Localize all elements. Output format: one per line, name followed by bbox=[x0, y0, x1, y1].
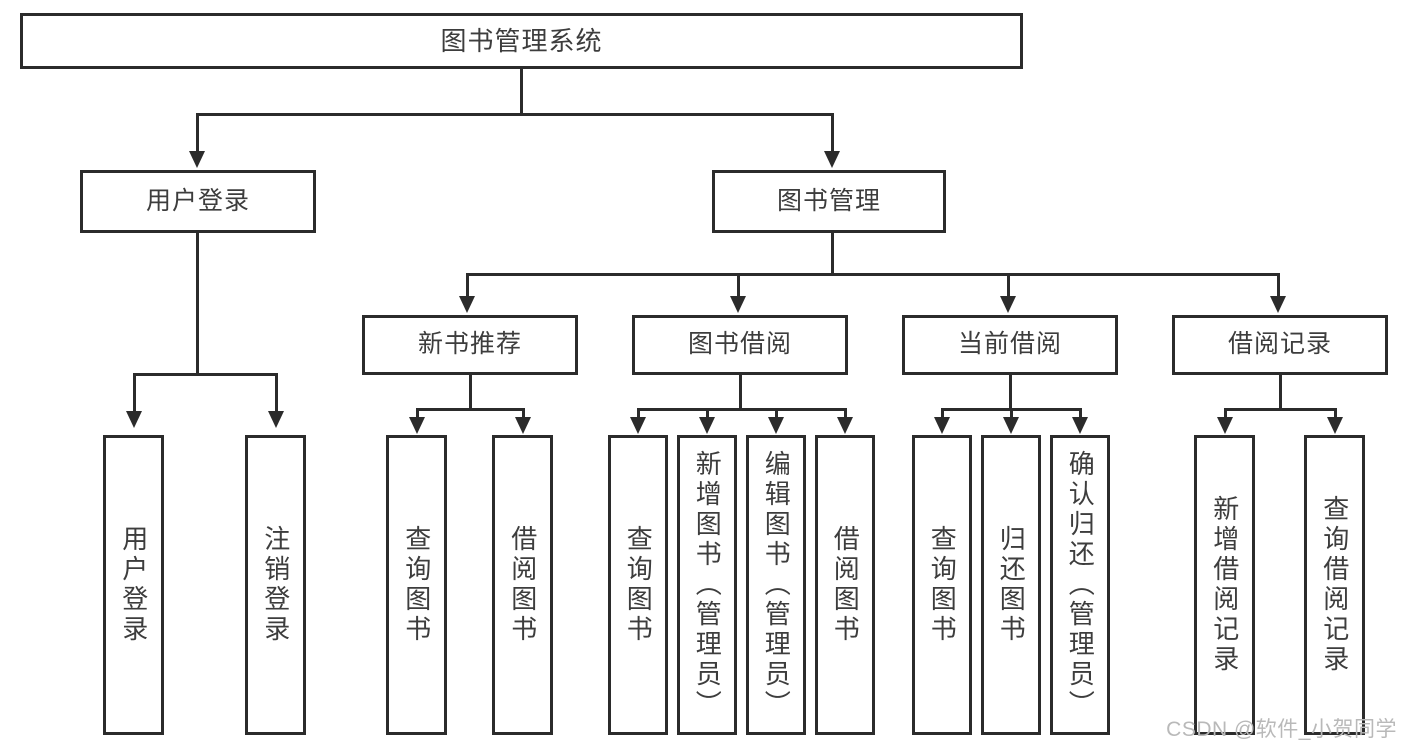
connector-level2-bus bbox=[466, 273, 1280, 276]
arrow-l2-3 bbox=[1000, 296, 1016, 313]
leaf-label: 查询图书 bbox=[927, 525, 958, 645]
leaf-label: 注销登录 bbox=[260, 525, 291, 645]
leaf-cb-query-book[interactable]: 查询图书 bbox=[912, 435, 972, 735]
leaf-label: 查询图书 bbox=[401, 525, 432, 645]
leaf-bb-borrow-book[interactable]: 借阅图书 bbox=[815, 435, 875, 735]
arrow-l2-4 bbox=[1270, 296, 1286, 313]
arrow-bb-3 bbox=[768, 417, 784, 434]
connector-br-stem bbox=[1279, 375, 1282, 408]
arrow-br-1 bbox=[1217, 417, 1233, 434]
connector-drop-l2-3 bbox=[1007, 273, 1010, 298]
leaf-label: 查询图书 bbox=[623, 525, 654, 645]
connector-drop-ul-2 bbox=[275, 373, 278, 413]
connector-drop-bb-2 bbox=[706, 408, 709, 419]
node-current-borrow-label: 当前借阅 bbox=[957, 330, 1062, 359]
leaf-label: 确认归还（管理员） bbox=[1065, 450, 1096, 720]
leaf-cb-confirm-return-admin[interactable]: 确认归还（管理员） bbox=[1050, 435, 1110, 735]
leaf-nbr-borrow-book[interactable]: 借阅图书 bbox=[492, 435, 553, 735]
leaf-label: 编辑图书（管理员） bbox=[761, 450, 792, 720]
leaf-br-add-record[interactable]: 新增借阅记录 bbox=[1194, 435, 1255, 735]
connector-drop-cb-2 bbox=[1010, 408, 1013, 419]
connector-drop-br-1 bbox=[1224, 408, 1227, 419]
arrow-ul-2 bbox=[268, 411, 284, 428]
connector-drop-nbr-1 bbox=[416, 408, 419, 419]
connector-nbr-bus bbox=[416, 408, 525, 411]
connector-root-stem bbox=[520, 68, 523, 113]
connector-drop-br-2 bbox=[1334, 408, 1337, 419]
connector-drop-cb-3 bbox=[1079, 408, 1082, 419]
arrow-bb-1 bbox=[630, 417, 646, 434]
leaf-bb-query-book[interactable]: 查询图书 bbox=[608, 435, 668, 735]
leaf-label: 归还图书 bbox=[996, 525, 1027, 645]
arrow-l2-2 bbox=[730, 296, 746, 313]
connector-nbr-stem bbox=[469, 375, 472, 408]
connector-drop-bb-1 bbox=[637, 408, 640, 419]
connector-drop-bb-4 bbox=[844, 408, 847, 419]
arrow-ul-1 bbox=[126, 411, 142, 428]
connector-bb-bus bbox=[637, 408, 847, 411]
connector-drop-l2-1 bbox=[466, 273, 469, 298]
arrow-nbr-2 bbox=[515, 417, 531, 434]
leaf-bb-edit-book-admin[interactable]: 编辑图书（管理员） bbox=[746, 435, 806, 735]
arrow-br-2 bbox=[1327, 417, 1343, 434]
leaf-label: 借阅图书 bbox=[830, 525, 861, 645]
watermark-text: CSDN @软件_小贺同学 bbox=[1166, 718, 1397, 741]
connector-drop-l2-4 bbox=[1277, 273, 1280, 298]
connector-book-manage-stem bbox=[831, 233, 834, 273]
leaf-bb-add-book-admin[interactable]: 新增图书（管理员） bbox=[677, 435, 737, 735]
node-user-login-label: 用户登录 bbox=[145, 186, 250, 215]
arrow-bb-2 bbox=[699, 417, 715, 434]
connector-root-bus bbox=[197, 113, 834, 116]
connector-br-bus bbox=[1224, 408, 1337, 411]
node-user-login[interactable]: 用户登录 bbox=[80, 170, 316, 233]
leaf-user-login-logout[interactable]: 注销登录 bbox=[245, 435, 306, 735]
node-borrow-record[interactable]: 借阅记录 bbox=[1172, 315, 1388, 375]
arrow-l2-1 bbox=[459, 296, 475, 313]
leaf-label: 查询借阅记录 bbox=[1319, 495, 1350, 675]
connector-drop-cb-1 bbox=[941, 408, 944, 419]
node-current-borrow[interactable]: 当前借阅 bbox=[902, 315, 1118, 375]
node-new-book-recommend-label: 新书推荐 bbox=[417, 330, 522, 359]
node-root-label: 图书管理系统 bbox=[440, 25, 603, 56]
arrow-cb-1 bbox=[934, 417, 950, 434]
arrow-cb-3 bbox=[1072, 417, 1088, 434]
arrow-bb-4 bbox=[837, 417, 853, 434]
leaf-label: 新增借阅记录 bbox=[1209, 495, 1240, 675]
connector-cb-stem bbox=[1009, 375, 1012, 408]
connector-user-login-bus bbox=[133, 373, 278, 376]
connector-drop-book-manage bbox=[831, 113, 834, 153]
connector-drop-ul-1 bbox=[133, 373, 136, 413]
arrow-cb-2 bbox=[1003, 417, 1019, 434]
leaf-label: 用户登录 bbox=[118, 525, 149, 645]
arrow-user-login bbox=[189, 151, 205, 168]
leaf-nbr-query-book[interactable]: 查询图书 bbox=[386, 435, 447, 735]
connector-user-login-stem bbox=[196, 233, 199, 373]
node-borrow-record-label: 借阅记录 bbox=[1227, 330, 1332, 359]
leaf-label: 新增图书（管理员） bbox=[692, 450, 723, 720]
connector-drop-bb-3 bbox=[775, 408, 778, 419]
leaf-cb-return-book[interactable]: 归还图书 bbox=[981, 435, 1041, 735]
leaf-user-login-login[interactable]: 用户登录 bbox=[103, 435, 164, 735]
leaf-br-query-record[interactable]: 查询借阅记录 bbox=[1304, 435, 1365, 735]
node-new-book-recommend[interactable]: 新书推荐 bbox=[362, 315, 578, 375]
connector-drop-nbr-2 bbox=[522, 408, 525, 419]
arrow-book-manage bbox=[824, 151, 840, 168]
node-book-management[interactable]: 图书管理 bbox=[712, 170, 946, 233]
connector-drop-l2-2 bbox=[737, 273, 740, 298]
node-book-borrow[interactable]: 图书借阅 bbox=[632, 315, 848, 375]
connector-drop-user-login bbox=[196, 113, 199, 153]
connector-bb-stem bbox=[739, 375, 742, 408]
node-book-management-label: 图书管理 bbox=[776, 186, 881, 215]
leaf-label: 借阅图书 bbox=[507, 525, 538, 645]
node-book-borrow-label: 图书借阅 bbox=[687, 330, 792, 359]
arrow-nbr-1 bbox=[409, 417, 425, 434]
node-root-book-management-system[interactable]: 图书管理系统 bbox=[20, 13, 1023, 69]
